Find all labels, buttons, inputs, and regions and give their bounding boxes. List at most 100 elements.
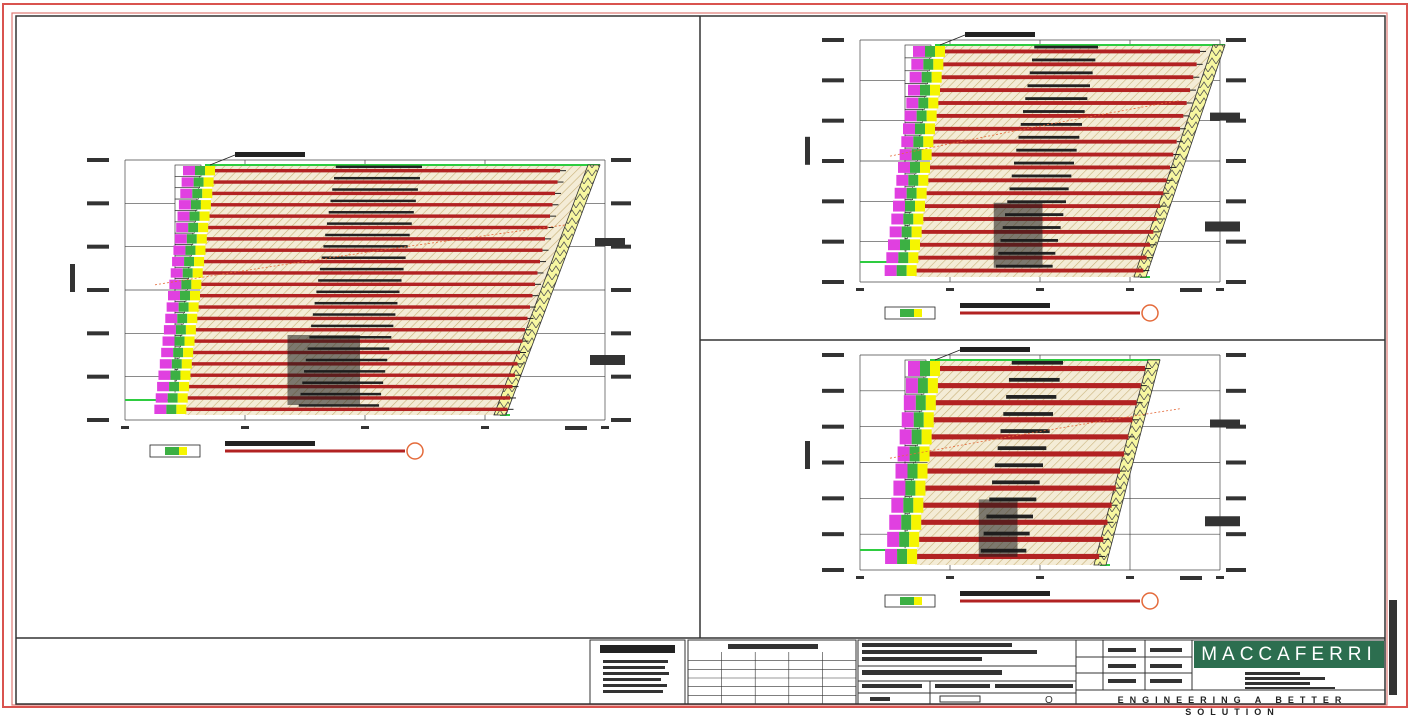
elevation-label [1226,199,1246,203]
facing-fill [913,214,923,225]
facing-fill [925,123,935,134]
facing-vegetation [916,395,926,410]
elevation-label [611,201,631,205]
facing-vegetation [920,361,930,376]
reinforcement-label [325,234,410,237]
elevation-label [1226,389,1246,393]
label-cluster [994,203,1043,268]
reinforcement-strip [208,226,547,229]
facing-vegetation [905,481,915,496]
facing-fill [205,166,215,175]
reinforcement-strip [940,88,1190,92]
facing-fill [182,359,192,368]
reinforcement-label [320,268,404,271]
geotextile-strip [890,226,902,237]
elevation-label [87,158,109,162]
x-axis-title [565,426,587,430]
facing-fill [912,226,922,237]
facing-fill [176,405,186,414]
elevation-label [1226,353,1246,357]
facing-fill [191,280,201,289]
geotextile-strip [154,405,166,414]
facing-fill [194,257,204,266]
elevation-label [611,418,631,422]
facing-vegetation [912,429,922,444]
y-axis-title [805,441,810,469]
geotextile-strip [906,378,918,393]
facing-fill [928,378,938,393]
distance-label [1126,288,1134,291]
facing-fill [922,429,932,444]
elevation-label [1226,38,1246,42]
detail-callout-circle [1142,305,1158,321]
geotextile-strip [887,532,899,547]
geotextile-strip [908,361,920,376]
facing-vegetation [184,257,194,266]
reinforcement-label [1009,378,1060,382]
top-callout [235,152,305,157]
elevation-label [87,288,109,292]
elevation-label [1226,240,1246,244]
detail-sketch-fill [900,309,914,317]
vertical-sheet-label [1389,600,1397,695]
facing-vegetation [918,378,928,393]
y-axis-title [70,264,75,292]
elevation-label [822,496,844,500]
reinforcement-strip [211,203,553,206]
geotextile-strip [165,314,177,323]
reinforcement-strip [936,400,1137,405]
geotextile-strip [176,223,188,232]
facing-fill [928,98,938,109]
elevation-label [611,158,631,162]
facing-fill [195,246,205,255]
side-callout [1210,420,1240,428]
geotextile-strip [171,268,183,277]
facing-vegetation [195,166,205,175]
geotextile-strip [900,429,912,444]
facing-fill [185,336,195,345]
geotextile-strip [910,72,922,83]
facing-fill [189,302,199,311]
geotextile-strip [895,188,907,199]
facing-vegetation [191,200,201,209]
distance-label [1216,576,1224,579]
geotextile-strip [167,302,179,311]
reinforcement-strip [943,62,1196,66]
wall-section-bottom-right [805,347,1246,609]
geotextile-strip [178,211,190,220]
geotextile-strip [896,464,908,479]
facing-vegetation [903,498,913,513]
facing-vegetation [918,98,928,109]
facing-fill [190,291,200,300]
elevation-label [1226,280,1246,284]
reinforcement-label [1021,123,1082,126]
distance-label [1126,576,1134,579]
reinforcement-label [1014,162,1074,165]
elevation-label [822,532,844,536]
facing-vegetation [920,85,930,96]
geotextile-strip [179,200,191,209]
reinforcement-strip [938,383,1141,388]
elevation-label [1226,159,1246,163]
elevation-label [822,568,844,572]
geotextile-strip [898,162,910,173]
elevation-label [87,375,109,379]
facing-vegetation [908,175,918,186]
revision-table-title [728,644,818,649]
approval-block [1076,640,1192,690]
facing-vegetation [898,252,908,263]
facing-vegetation [172,359,182,368]
elevation-label [1226,532,1246,536]
facing-fill [204,177,214,186]
reinforcement-label [1019,136,1080,139]
elevation-label [822,159,844,163]
distance-label [946,288,954,291]
facing-fill [935,46,945,57]
legend-label [225,441,315,446]
wall-section-top-right [805,32,1246,321]
reinforcement-strip [214,180,558,183]
reinforcement-label [1025,97,1087,100]
facing-fill [198,223,208,232]
elevation-label [1226,496,1246,500]
facing-fill [907,549,917,564]
